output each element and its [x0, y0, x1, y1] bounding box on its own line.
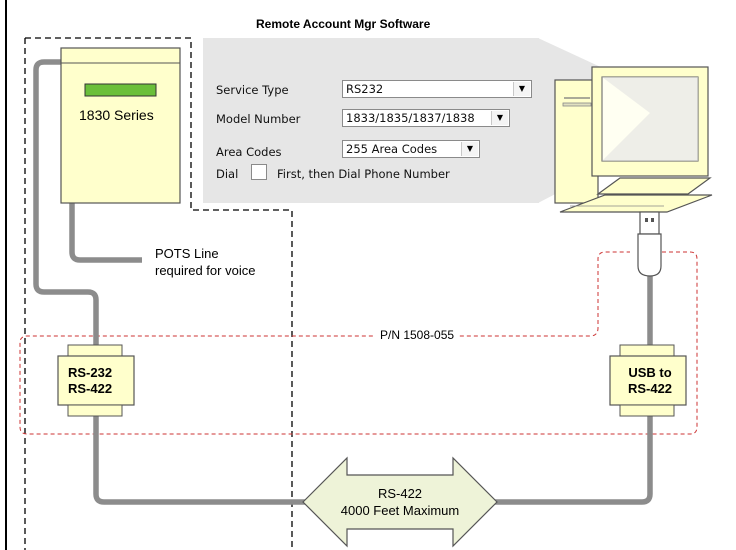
- right-rs422-cable: [490, 412, 653, 505]
- left-connector-line1: RS-232: [68, 365, 113, 380]
- service-type-label: Service Type: [216, 83, 289, 97]
- service-type-value: RS232: [346, 82, 384, 96]
- pots-line-label: POTS Line required for voice: [155, 245, 255, 279]
- software-title: Remote Account Mgr Software: [256, 17, 431, 31]
- dial-prefix-field[interactable]: [251, 164, 267, 180]
- area-codes-value: 255 Area Codes: [346, 142, 438, 156]
- panel-to-connector-cable: [33, 59, 99, 348]
- model-number-select[interactable]: 1833/1835/1837/1838 ▼: [342, 109, 510, 127]
- right-connector-line1: USB to: [628, 365, 672, 380]
- link-label: RS-422 4000 Feet Maximum: [330, 485, 470, 519]
- right-connector-shape: [609, 344, 687, 417]
- model-number-label: Model Number: [216, 112, 301, 126]
- chevron-down-icon: ▼: [461, 142, 478, 156]
- panel-name-label: 1830 Series: [79, 107, 154, 123]
- pots-line-text: POTS Line: [155, 246, 219, 261]
- usb-plug-icon: [637, 211, 662, 277]
- part-number-label: P/N 1508-055: [375, 328, 460, 342]
- dial-suffix-label: First, then Dial Phone Number: [277, 167, 450, 181]
- left-connector-shape: [57, 344, 135, 417]
- panel-display: [84, 83, 157, 97]
- service-type-select[interactable]: RS232 ▼: [342, 80, 532, 98]
- link-protocol-text: RS-422: [377, 486, 423, 501]
- area-codes-label: Area Codes: [216, 145, 282, 159]
- panel-zone-boundary: [25, 37, 293, 550]
- chevron-down-icon: ▼: [491, 111, 508, 125]
- left-connector-label: RS-232 RS-422: [68, 365, 112, 397]
- left-rs422-cable: [93, 412, 310, 505]
- chevron-down-icon: ▼: [513, 82, 530, 96]
- pots-voice-text: required for voice: [155, 263, 256, 278]
- model-number-value: 1833/1835/1837/1838: [346, 111, 475, 125]
- right-connector-line2: RS-422: [627, 381, 673, 396]
- area-codes-select[interactable]: 255 Area Codes ▼: [342, 140, 480, 158]
- pots-line-cable: [69, 190, 142, 263]
- cable-kit-outline: [19, 251, 698, 435]
- screen-projection-overlay: [602, 77, 698, 161]
- dial-label: Dial: [216, 167, 239, 181]
- rs422-double-arrow: [302, 456, 498, 548]
- panel-body: [60, 47, 181, 204]
- cables: [33, 59, 653, 505]
- link-distance-text: 4000 Feet Maximum: [340, 503, 460, 518]
- right-connector-label: USB to RS-422: [620, 365, 680, 397]
- left-connector-line2: RS-422: [68, 381, 113, 396]
